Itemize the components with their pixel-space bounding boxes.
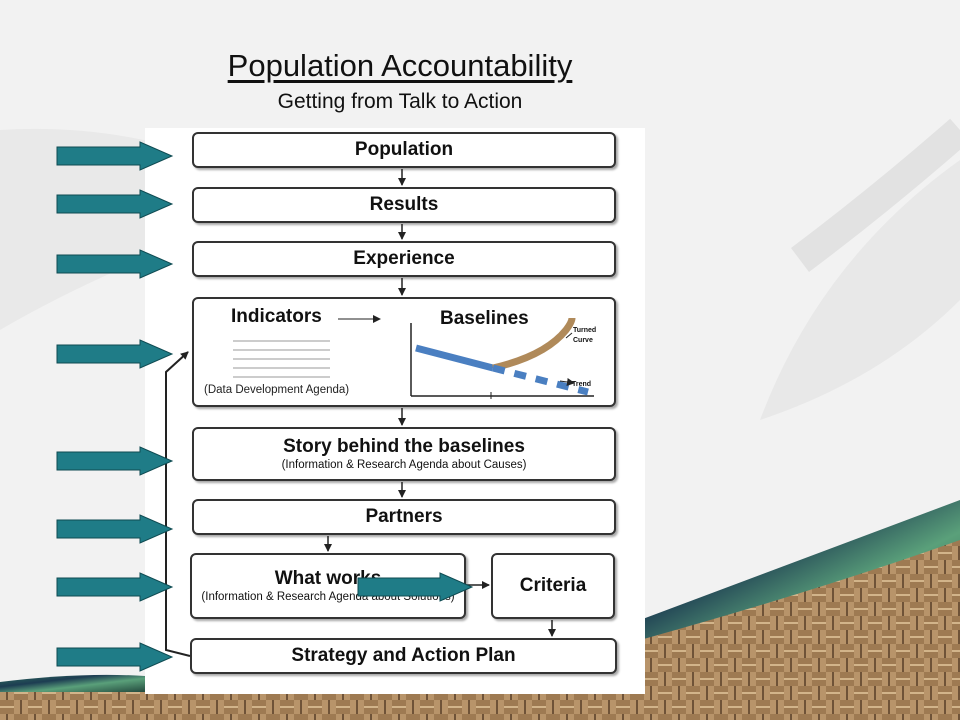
turned-label: Turned — [573, 327, 597, 334]
trend-label: Trend — [572, 381, 592, 388]
criteria-box: Criteria — [491, 553, 615, 619]
diagram-title: Population Accountability — [227, 48, 573, 83]
right-arrow-icon — [56, 141, 174, 171]
experience-label: Experience — [353, 248, 455, 269]
population-label: Population — [354, 139, 454, 160]
forecast-trend-line — [492, 364, 589, 396]
turned-pointer — [565, 332, 573, 339]
strategy-box: Strategy and Action Plan — [190, 638, 617, 674]
experience-box: Experience — [192, 241, 616, 277]
trend-pointer — [559, 378, 575, 386]
curve-label: Curve — [573, 337, 593, 344]
what-works-label: What works — [274, 568, 382, 589]
turned-curve-line — [492, 317, 576, 372]
right-arrow-icon — [56, 642, 174, 672]
population-box: Population — [192, 132, 616, 168]
story-box: Story behind the baselines (Information … — [192, 427, 616, 481]
right-arrow-icon — [56, 572, 174, 602]
strategy-label: Strategy and Action Plan — [291, 645, 516, 666]
right-arrow-icon — [56, 514, 174, 544]
right-arrow-icon — [56, 339, 174, 369]
right-arrow-icon — [56, 249, 174, 279]
right-arrow-icon — [56, 446, 174, 476]
data-agenda-label: (Data Development Agenda) — [204, 384, 350, 396]
indicators-baselines-box: Indicators Baselines (Data Development A… — [192, 297, 616, 407]
indicators-label: Indicators — [231, 306, 322, 327]
title-block: Population Accountability Getting from T… — [190, 46, 610, 116]
diagram-subtitle: Getting from Talk to Action — [277, 90, 523, 113]
baseline-mini-chart — [410, 317, 594, 399]
partners-label: Partners — [365, 506, 443, 527]
results-box: Results — [192, 187, 616, 223]
indicator-list-lines — [233, 340, 330, 378]
right-arrow-icon — [357, 572, 474, 602]
right-arrow-icon — [56, 189, 174, 219]
history-line — [415, 344, 494, 372]
feedback-loop-connector — [165, 351, 191, 657]
baselines-label: Baselines — [440, 308, 529, 329]
story-label: Story behind the baselines — [283, 436, 525, 457]
partners-box: Partners — [192, 499, 616, 535]
story-note: (Information & Research Agenda about Cau… — [281, 459, 527, 471]
results-label: Results — [369, 194, 439, 215]
criteria-label: Criteria — [519, 575, 587, 596]
